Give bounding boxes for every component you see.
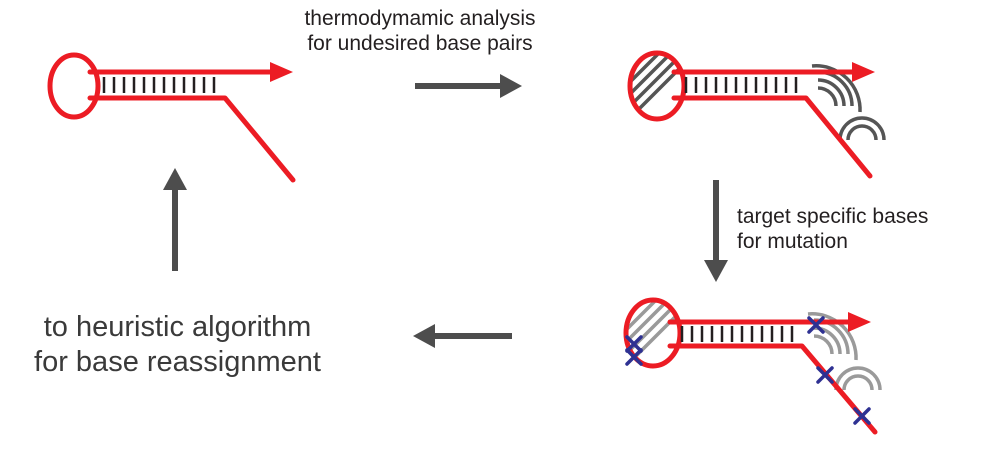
- step-reassign-label: to heuristic algorithm for base reassign…: [0, 310, 355, 381]
- base-pair-ticks: [680, 326, 794, 342]
- hairpin-targeted: [623, 297, 882, 435]
- flow-arrow-left-icon: [413, 324, 512, 348]
- step-target-line2: for mutation: [737, 230, 848, 254]
- flow-arrow-right-icon: [415, 74, 522, 98]
- strand-red: [623, 297, 878, 435]
- step-analysis-label: thermodymamic analysis for undesired bas…: [270, 6, 570, 56]
- step-reassign-line1: to heuristic algorithm: [43, 311, 312, 343]
- step-analysis-line2: for undesired base pairs: [307, 32, 533, 56]
- step-reassign-line2: for base reassignment: [34, 346, 321, 379]
- base-pair-ticks: [684, 77, 798, 93]
- mutation-cross-icon: [625, 348, 643, 366]
- flow-arrow-up-icon: [163, 168, 187, 271]
- strand-red: [627, 50, 873, 179]
- hairpin-analysed: [627, 50, 886, 179]
- strand-arrowhead: [270, 62, 293, 82]
- step-target-line1: target specific bases: [737, 205, 929, 228]
- mutation-cross-icon: [625, 335, 643, 353]
- undesired-tail-pairing: [807, 312, 882, 391]
- strand-red: [47, 52, 296, 183]
- mutation-marks: [625, 316, 871, 425]
- undesired-tail-pairing: [811, 64, 886, 141]
- mutation-cross-icon: [853, 407, 871, 425]
- flow-arrow-down-icon: [704, 180, 728, 282]
- mutation-cross-icon: [816, 366, 834, 384]
- mutation-cross-icon: [807, 316, 825, 334]
- step-target-label: target specific bases for mutation: [737, 204, 928, 254]
- base-pair-ticks: [102, 77, 216, 93]
- strand-arrowhead: [852, 62, 875, 82]
- hairpin-initial: [47, 52, 296, 183]
- strand-arrowhead: [848, 312, 871, 332]
- step-analysis-line1: thermodymamic analysis: [304, 7, 536, 30]
